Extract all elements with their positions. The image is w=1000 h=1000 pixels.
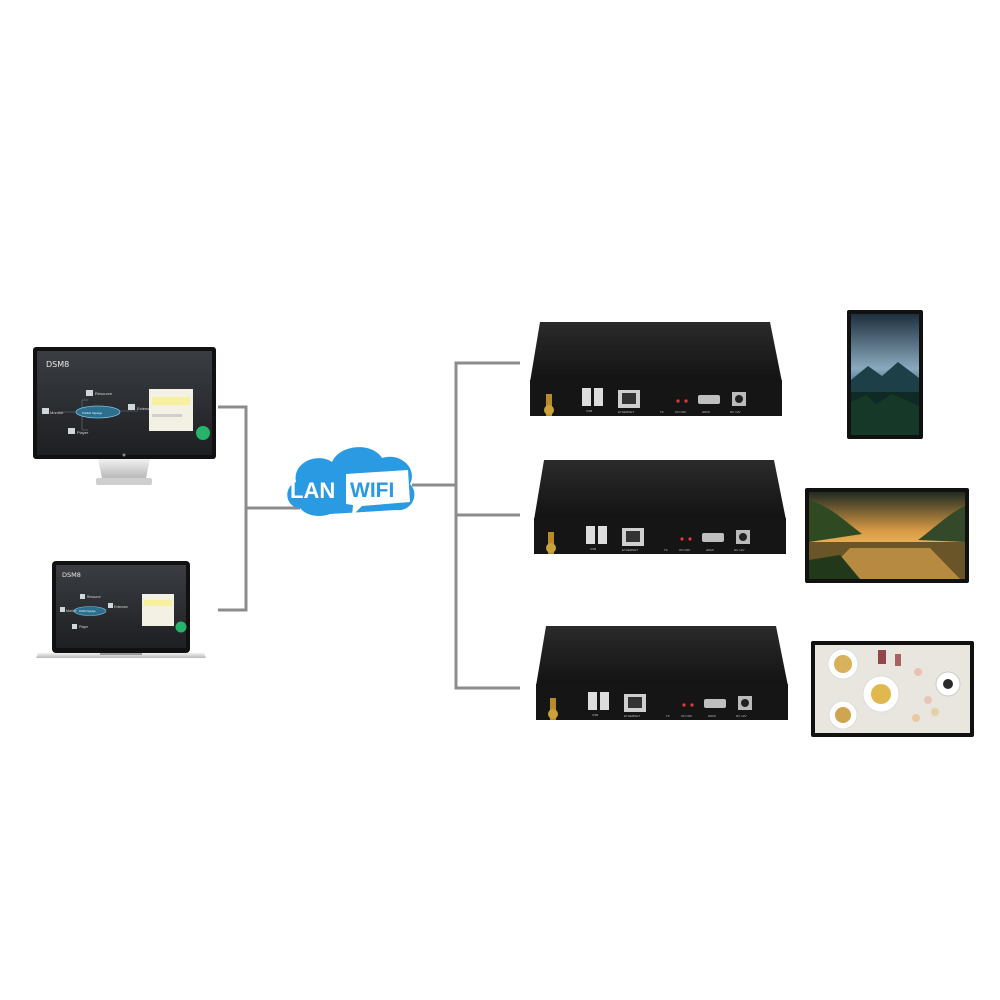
wifi-label: WIFI: [350, 479, 394, 502]
laptop-node-extension: Extension: [114, 605, 128, 609]
port-tf: TF: [666, 714, 670, 718]
port-usb: USB: [586, 409, 592, 413]
player-box-2: USB ETHERNET TF ON OFF HDMI DC 12V: [534, 460, 786, 554]
desktop-node-extension: Extension: [137, 406, 155, 411]
port-hdmi: HDMI: [702, 410, 710, 414]
laptop-node-player: Player: [79, 625, 89, 629]
connection-lines: [218, 361, 520, 690]
laptop-status-icon: [175, 621, 187, 633]
desktop-monitor: DSM8 Resource Monitor Publish Signage Ex…: [33, 347, 216, 485]
port-ethernet: ETHERNET: [622, 548, 638, 552]
port-dc: DC 12V: [730, 410, 741, 414]
port-on-off: ON OFF: [679, 548, 690, 552]
desktop-node-publish: Publish Signage: [82, 411, 103, 415]
port-dc: DC 12V: [734, 548, 745, 552]
laptop-node-resource: Resource: [87, 595, 101, 599]
port-usb: USB: [590, 547, 596, 551]
laptop-app-name: DSM8: [62, 571, 81, 579]
lan-label: LAN: [290, 478, 335, 503]
port-hdmi: HDMI: [706, 548, 714, 552]
laptop: DSM8 Resource Monitor Publish Signage Ex…: [36, 561, 206, 658]
port-on-off: ON OFF: [681, 714, 692, 718]
player-box-1: USB ETHERNET TF ON OFF HDMI DC 12V: [530, 322, 782, 416]
laptop-node-publish: Publish Signage: [79, 611, 96, 613]
port-ethernet: ETHERNET: [618, 410, 634, 414]
desktop-node-resource: Resource: [95, 391, 113, 396]
desktop-status-icon: [196, 426, 210, 440]
port-tf: TF: [660, 410, 664, 414]
port-dc: DC 12V: [736, 714, 747, 718]
lan-wifi-cloud: LAN WIFI: [287, 447, 415, 516]
laptop-node-monitor: Monitor: [66, 609, 78, 613]
desktop-node-monitor: Monitor: [50, 410, 64, 415]
port-hdmi: HDMI: [708, 714, 716, 718]
port-usb: USB: [592, 713, 598, 717]
desktop-node-player: Player: [77, 430, 89, 435]
port-tf: TF: [664, 548, 668, 552]
port-on-off: ON OFF: [675, 410, 686, 414]
desktop-app-name: DSM8: [46, 360, 69, 369]
port-ethernet: ETHERNET: [624, 714, 640, 718]
portrait-display: [847, 310, 923, 439]
landscape-display-sunset: [805, 488, 969, 583]
player-box-3: USB ETHERNET TF ON OFF HDMI DC 12V: [536, 626, 788, 720]
landscape-display-food: [811, 641, 974, 737]
